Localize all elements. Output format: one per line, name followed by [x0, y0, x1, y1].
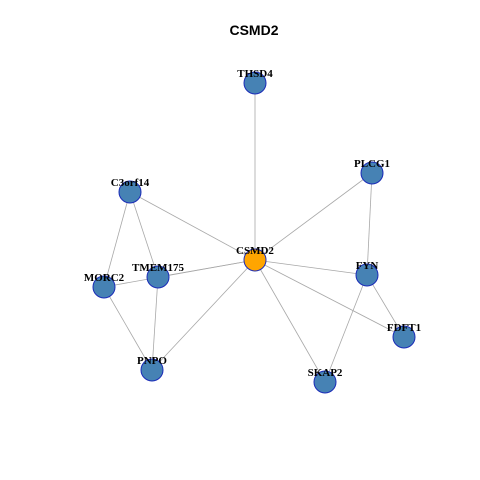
node-csmd2: CSMD2: [236, 245, 274, 272]
edge-c3orf14-morc2: [103, 191, 131, 288]
node-thsd4: THSD4: [237, 68, 273, 95]
edge-csmd2-fyn: [254, 259, 368, 276]
node-plcg1: PLCG1: [354, 158, 390, 185]
node-label-morc2: MORC2: [84, 272, 125, 284]
node-pnpo: PNPO: [137, 355, 167, 382]
node-circle-c3orf14: [118, 180, 142, 204]
node-circle-fyn: [355, 263, 379, 287]
node-label-csmd2: CSMD2: [236, 245, 274, 257]
node-circle-plcg1: [360, 161, 384, 185]
node-fdft1: FDFT1: [387, 322, 421, 349]
edge-fyn-fdft1: [366, 274, 405, 338]
node-skap2: SKAP2: [308, 367, 343, 394]
edge-csmd2-morc2: [103, 259, 256, 288]
edge-csmd2-skap2: [254, 259, 326, 383]
node-label-thsd4: THSD4: [237, 68, 273, 80]
edge-morc2-pnpo: [103, 286, 153, 371]
edge-plcg1-fyn: [366, 172, 373, 276]
node-fyn: FYN: [355, 260, 379, 287]
node-c3orf14: C3orf14: [111, 177, 150, 204]
edge-fyn-skap2: [324, 274, 368, 383]
edge-c3orf14-tmem175: [129, 191, 159, 278]
node-label-plcg1: PLCG1: [354, 158, 390, 170]
node-circle-tmem175: [146, 265, 170, 289]
node-label-fyn: FYN: [356, 260, 379, 272]
edge-csmd2-c3orf14: [129, 191, 256, 261]
edge-csmd2-plcg1: [254, 172, 373, 261]
edge-csmd2-pnpo: [151, 259, 256, 371]
graph-title: CSMD2: [229, 22, 278, 38]
node-circle-skap2: [313, 370, 337, 394]
node-label-skap2: SKAP2: [308, 367, 343, 379]
node-label-c3orf14: C3orf14: [111, 177, 150, 189]
node-circle-thsd4: [243, 71, 267, 95]
node-circle-morc2: [92, 275, 116, 299]
node-label-tmem175: TMEM175: [132, 262, 184, 274]
edge-tmem175-pnpo: [151, 276, 159, 371]
node-tmem175: TMEM175: [132, 262, 184, 289]
node-circle-csmd2: [243, 248, 267, 272]
edges-layer: [103, 83, 405, 383]
node-circle-pnpo: [140, 358, 164, 382]
node-morc2: MORC2: [84, 272, 125, 299]
node-label-pnpo: PNPO: [137, 355, 167, 367]
edge-csmd2-fdft1: [254, 259, 405, 338]
node-circle-fdft1: [392, 325, 416, 349]
node-label-fdft1: FDFT1: [387, 322, 421, 334]
